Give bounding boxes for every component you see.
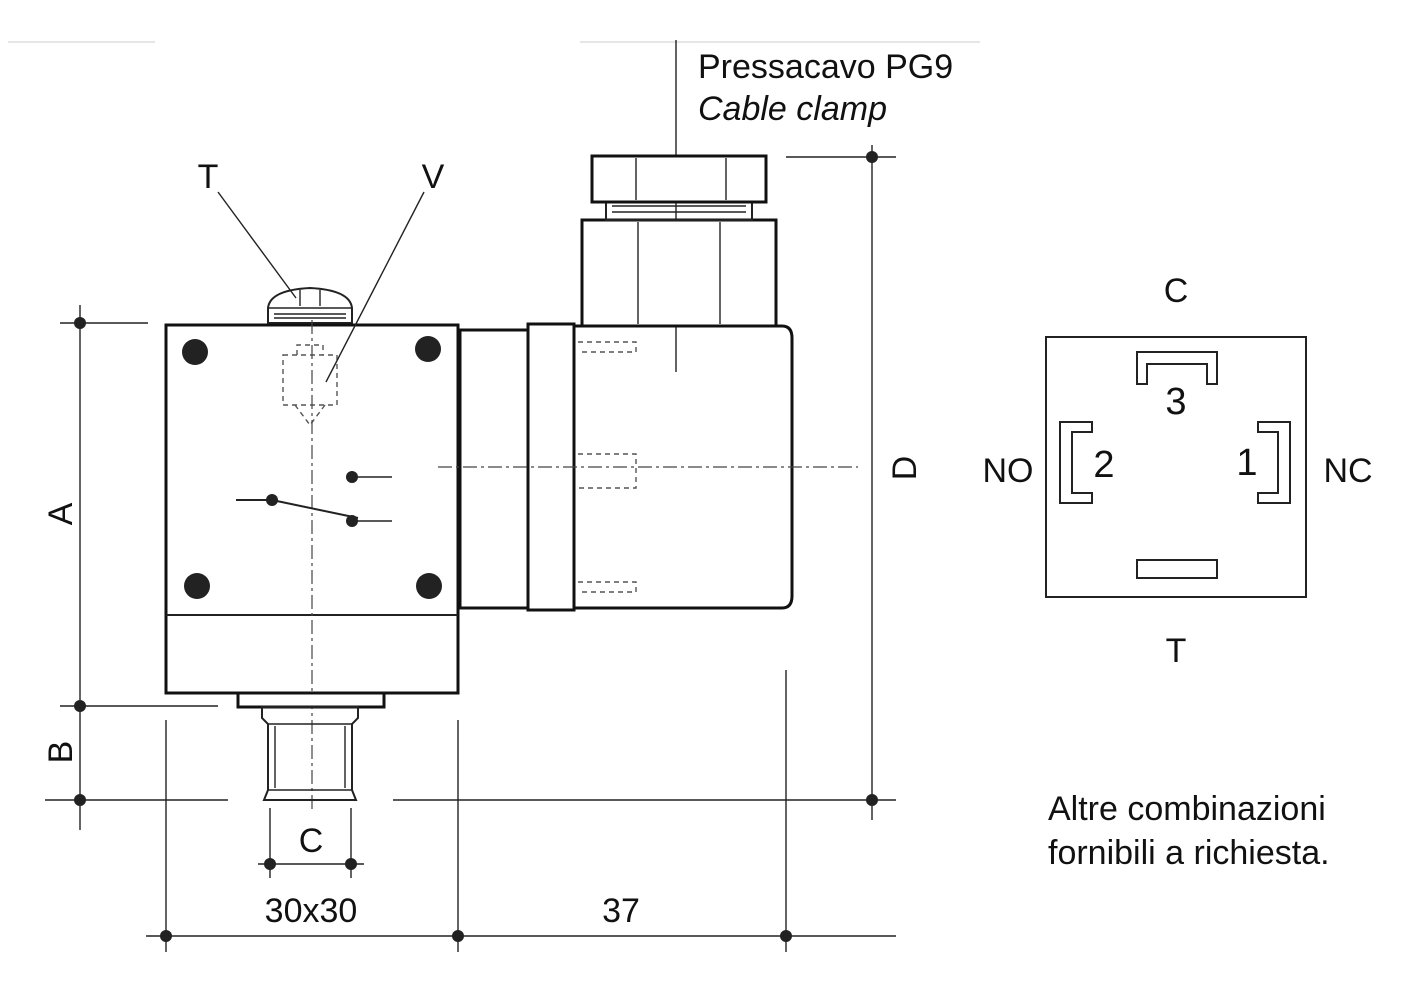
pin-diagram: 3 2 1 C T NO NC [983, 272, 1373, 670]
threaded-fitting [261, 706, 359, 801]
dim-width: 30x30 [265, 892, 358, 930]
note-line-2: fornibili a richiesta. [1048, 834, 1330, 872]
pin-1-label: 1 [1236, 442, 1257, 484]
dimension-lines [45, 145, 896, 952]
callout-V: V [422, 158, 445, 196]
terminal-NO-label: NO [983, 452, 1034, 490]
cable-clamp-label-it: Pressacavo PG9 [698, 48, 953, 86]
dim-B: B [42, 741, 80, 764]
terminal-NC-label: NC [1323, 452, 1372, 490]
switch-body [164, 286, 460, 810]
terminal-T-label: T [1166, 632, 1187, 670]
connector-plug [438, 40, 858, 612]
dim-length: 37 [602, 892, 640, 930]
terminal-C-label: C [1164, 272, 1189, 310]
switch-contacts [236, 471, 392, 527]
dim-D: D [886, 456, 924, 481]
pin-2-label: 2 [1093, 444, 1114, 486]
dim-A: A [42, 502, 80, 525]
valve-hidden [282, 344, 338, 427]
note-line-1: Altre combinazioni [1048, 790, 1326, 828]
callout-T: T [198, 158, 219, 196]
cable-gland [580, 154, 778, 328]
pin-3-label: 3 [1165, 381, 1186, 423]
dim-C: C [299, 822, 324, 860]
adjust-screw [267, 286, 353, 324]
cable-clamp-label-en: Cable clamp [698, 90, 887, 128]
